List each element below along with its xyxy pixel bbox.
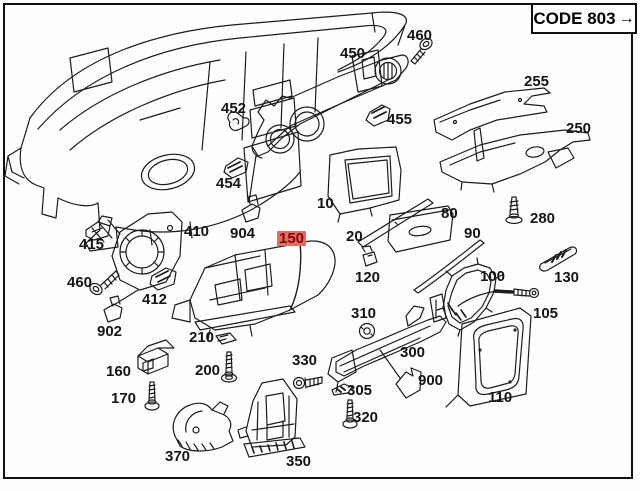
part-label-455: 455 <box>387 111 413 128</box>
part-412-clip <box>149 267 177 291</box>
part-label-250: 250 <box>566 120 592 137</box>
part-label-130: 130 <box>554 269 580 286</box>
part-label-120: 120 <box>355 269 381 286</box>
part-460-screw-top <box>410 37 433 65</box>
part-160-clip <box>137 339 175 375</box>
part-120-clip <box>361 245 378 267</box>
part-454-clip <box>223 157 249 179</box>
part-label-100: 100 <box>480 268 506 285</box>
part-902-clip <box>103 295 123 323</box>
part-150-support-assembly <box>171 240 336 341</box>
part-label-350: 350 <box>286 453 312 470</box>
part-170-screw <box>144 381 160 411</box>
part-210-clip <box>215 332 237 345</box>
part-label-20: 20 <box>346 228 363 245</box>
part-label-460-top: 460 <box>407 27 433 44</box>
part-255-bracket <box>433 87 551 141</box>
diagram-border <box>3 3 633 479</box>
part-label-904: 904 <box>230 225 256 242</box>
part-300-rail-assembly <box>327 293 447 393</box>
part-label-902: 902 <box>97 323 123 340</box>
right-arrow-icon: → <box>618 9 635 27</box>
part-label-80: 80 <box>441 205 458 222</box>
part-900-pointer-flag <box>395 367 422 399</box>
part-415-clip <box>85 215 113 241</box>
part-460-screw-left <box>89 270 120 296</box>
part-280-screw <box>505 196 523 225</box>
part-label-412: 412 <box>142 291 168 308</box>
part-label-900: 900 <box>418 372 444 389</box>
part-label-150-highlighted: 150 <box>277 230 307 247</box>
part-label-90: 90 <box>464 225 481 242</box>
part-350-side-bracket <box>237 378 306 458</box>
part-label-280: 280 <box>530 210 556 227</box>
part-label-370: 370 <box>165 448 191 465</box>
code-box: CODE 803 → <box>531 3 637 34</box>
part-450-vent-panel <box>248 54 409 203</box>
part-110-lid-panel <box>445 307 532 408</box>
part-label-320: 320 <box>353 409 379 426</box>
part-80-trim-panel <box>387 205 454 253</box>
part-label-160: 160 <box>106 363 132 380</box>
part-label-200: 200 <box>195 362 221 379</box>
part-320-screw <box>342 399 358 429</box>
part-105-cable-stud <box>457 287 540 307</box>
part-200-screw <box>220 351 238 383</box>
part-label-415: 415 <box>79 236 105 253</box>
part-904-clip <box>241 194 261 223</box>
part-455-clip <box>365 104 391 127</box>
part-label-110: 110 <box>488 389 513 406</box>
part-label-105: 105 <box>533 305 559 322</box>
instrument-panel-drawing <box>4 11 407 252</box>
part-20-trim-strip <box>357 198 434 248</box>
part-label-305: 305 <box>347 382 373 399</box>
part-label-450: 450 <box>340 45 366 62</box>
part-label-460-left: 460 <box>67 274 93 291</box>
part-250-bracket <box>439 127 591 193</box>
part-label-410: 410 <box>184 223 210 240</box>
part-label-300: 300 <box>400 344 426 361</box>
part-label-170: 170 <box>111 390 137 407</box>
part-label-452: 452 <box>221 100 247 117</box>
part-330-screw <box>292 376 323 390</box>
part-410-speaker-panel <box>111 211 183 307</box>
part-label-454: 454 <box>216 175 242 192</box>
part-label-310: 310 <box>351 305 377 322</box>
part-label-210: 210 <box>189 329 215 346</box>
code-box-text: CODE 803 <box>533 8 616 28</box>
part-10-display-bezel <box>327 146 402 223</box>
part-452-clip <box>227 111 250 131</box>
part-310-grommet <box>358 322 376 340</box>
part-label-330: 330 <box>292 352 318 369</box>
part-305-clip <box>331 383 353 396</box>
part-370-bracket <box>172 401 234 452</box>
part-label-10: 10 <box>317 195 334 212</box>
part-label-255: 255 <box>524 73 550 90</box>
part-130-trim-cap <box>538 246 578 272</box>
part-90-trim-strip <box>413 239 485 294</box>
